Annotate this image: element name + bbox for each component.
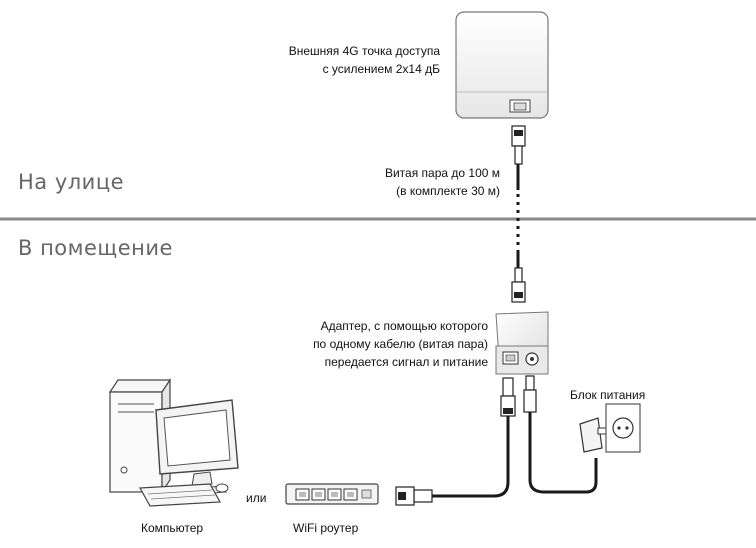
router-icon [285, 483, 379, 505]
adapter-label-line1: Адаптер, с помощью которого [320, 319, 488, 333]
computer-icon [108, 378, 239, 507]
rj45-connector-icon [500, 377, 516, 417]
poe-adapter-icon [495, 311, 549, 375]
adapter-label-line3: передается сигнал и питание [324, 355, 488, 369]
rj45-connector-icon [395, 486, 433, 506]
zone-inside-label: В помещение [18, 236, 173, 260]
power-adapter-icon [579, 417, 607, 453]
access-point-label: Внешняя 4G точка доступа с усилением 2х1… [220, 42, 440, 78]
cable-to-router [432, 416, 510, 498]
cable-to-power [528, 412, 598, 494]
zone-outside-label: На улице [18, 170, 125, 194]
access-point-icon [455, 11, 549, 119]
cable-label-line1: Витая пара до 100 м [384, 166, 500, 180]
power-supply-label: Блок питания [570, 388, 646, 402]
adapter-label: Адаптер, с помощью которого по одному ка… [248, 317, 488, 371]
dc-plug-icon [523, 375, 537, 413]
access-point-label-line1: Внешняя 4G точка доступа [288, 44, 440, 58]
cable-label: Витая пара до 100 м (в комплекте 30 м) [280, 164, 500, 200]
router-label: WiFi роутер [293, 521, 359, 535]
access-point-label-line2: с усилением 2х14 дБ [322, 62, 440, 76]
rj45-connector-icon [511, 125, 526, 165]
wall-socket-icon [605, 403, 641, 453]
adapter-label-line2: по одному кабелю (витая пара) [313, 337, 488, 351]
cable-label-line2: (в комплекте 30 м) [396, 184, 500, 198]
computer-label: Компьютер [141, 521, 204, 535]
rj45-connector-icon [511, 267, 526, 303]
or-label: или [246, 491, 267, 505]
